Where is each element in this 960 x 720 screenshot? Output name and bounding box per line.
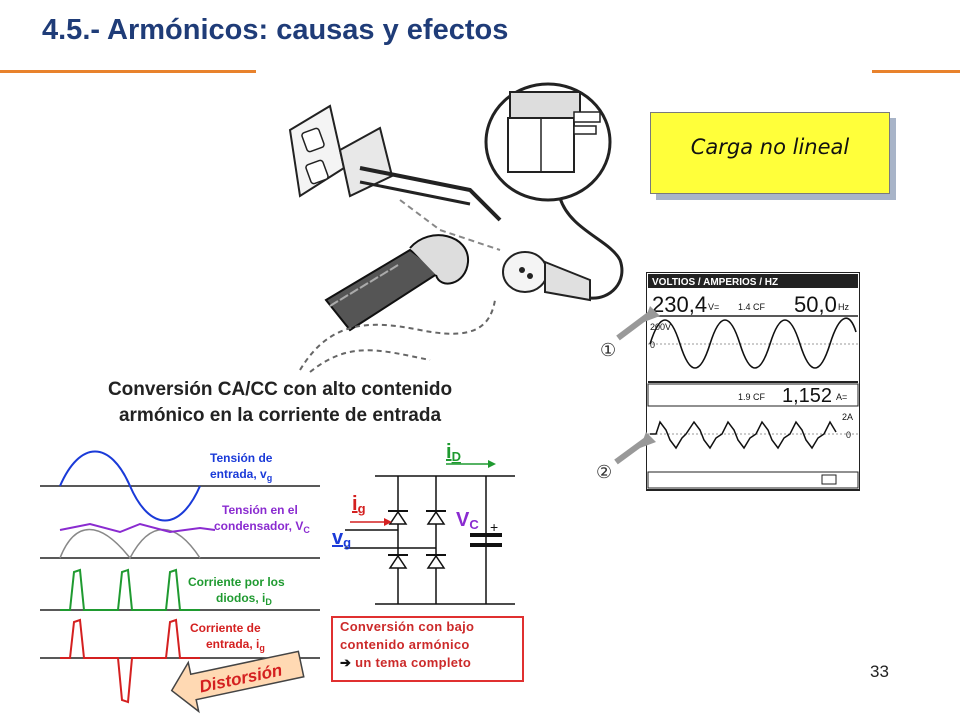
meter-scale-zero: 0 (650, 340, 655, 350)
meter-frequency-unit: Hz (838, 302, 849, 312)
title-rule-left (0, 70, 256, 73)
circuit-plus: + (490, 519, 498, 535)
circuit-label-ig-sub: g (358, 501, 366, 516)
circuit-label-Vc: V (456, 509, 470, 531)
circuit-label-iD: i (446, 441, 452, 463)
label-cap-voltage-2: condensador, V (214, 519, 303, 533)
title-rule-right (872, 70, 960, 73)
conv-box-line3: un tema completo (355, 655, 472, 670)
nonlinear-load-callout: Carga no lineal (650, 112, 890, 194)
diode-3 (388, 554, 408, 569)
callout-text: Carga no lineal (690, 135, 850, 159)
circuit-label-vg-sub: g (343, 535, 351, 550)
meter-voltage: 230,4 (652, 292, 707, 317)
circuit-label-Vc-sub: C (469, 517, 479, 532)
svg-text:VC: VC (456, 509, 479, 532)
circuit-label-iD-sub: D (452, 449, 461, 464)
svg-text:entrada, vg: entrada, vg (210, 467, 272, 483)
meter-frequency: 50,0 (794, 292, 837, 317)
label-diode-current-2: diodos, i (216, 591, 265, 605)
conv-box-line3-row: ➔ un tema completo (333, 654, 522, 672)
low-harmonic-conversion-box: Conversión con bajo contenido armónico ➔… (331, 616, 524, 682)
label-diode-current-1: Corriente por los (188, 575, 285, 589)
conversion-title-line1: Conversión CA/CC con alto contenido (107, 379, 453, 400)
current-waveform (650, 420, 837, 450)
meter-scale-volts: 200V (650, 322, 671, 332)
label-diode-current-sub: D (265, 597, 272, 607)
conv-box-line2: contenido armónico (340, 637, 470, 652)
printer-icon (484, 82, 612, 202)
meter-voltage-cf: 1.4 CF (738, 302, 766, 312)
svg-text:Corriente por los: Corriente por los (188, 575, 285, 589)
conv-box-line1: Conversión con bajo (340, 619, 475, 634)
meter-current-cf: 1.9 CF (738, 392, 766, 402)
label-cap-voltage-sub: C (303, 525, 310, 535)
svg-text:vg: vg (332, 527, 351, 550)
plug-adapter-icon (502, 251, 591, 302)
svg-text:Corriente de: Corriente de (190, 621, 261, 635)
label-input-current-sub: g (259, 643, 265, 653)
svg-text:Tensión de: Tensión de (210, 451, 273, 465)
meter-current: 1,152 (782, 385, 832, 407)
svg-text:entrada, ig: entrada, ig (206, 637, 265, 653)
meter-current-unit: A= (836, 392, 847, 402)
page-title: 4.5.- Armónicos: causas y efectos (42, 14, 509, 46)
svg-text:diodos, iD: diodos, iD (216, 591, 272, 607)
capacitor-icon (470, 533, 502, 547)
conversion-title: Conversión CA/CC con alto contenido armó… (60, 377, 500, 429)
diode-2 (426, 510, 446, 525)
conversion-title-line2: armónico en la corriente de entrada (118, 405, 442, 426)
svg-text:ig: ig (352, 493, 366, 516)
arrow-right-icon: ➔ (340, 655, 356, 670)
input-voltage-wave (59, 450, 201, 522)
label-input-voltage-1: Tensión de (210, 451, 273, 465)
page-number: 33 (870, 662, 889, 681)
diode-4 (426, 554, 446, 569)
svg-text:Tensión en el: Tensión en el (222, 503, 298, 517)
label-cap-voltage-1: Tensión en el (222, 503, 298, 517)
meter-header: VOLTIOS / AMPERIOS / HZ (652, 277, 778, 288)
circuit-label-vg: v (332, 527, 344, 549)
meter-scale-zero2: 0 (846, 430, 851, 440)
circuit-label-ig: i (352, 493, 358, 515)
meter-scale-amps: 2A (842, 412, 853, 422)
capacitor-voltage-wave (59, 522, 216, 534)
label-input-current-2: entrada, i (206, 637, 259, 651)
svg-text:iD: iD (446, 441, 461, 464)
wall-outlet-icon (288, 104, 394, 198)
input-current-wave (60, 618, 200, 704)
power-meter-display: VOLTIOS / AMPERIOS / HZ 230,4 V= 1.4 CF … (646, 272, 860, 491)
rectified-wave (59, 528, 201, 560)
current-clamp-icon (324, 234, 470, 332)
meter-voltage-unit: V= (708, 302, 719, 312)
svg-text:condensador, VC: condensador, VC (214, 519, 310, 535)
label-input-voltage-sub: g (267, 473, 273, 483)
voltage-waveform (649, 317, 857, 369)
diode-current-wave (60, 568, 200, 611)
label-input-voltage-2: entrada, v (210, 467, 267, 481)
diode-1 (388, 510, 408, 525)
label-input-current-1: Corriente de (190, 621, 261, 635)
